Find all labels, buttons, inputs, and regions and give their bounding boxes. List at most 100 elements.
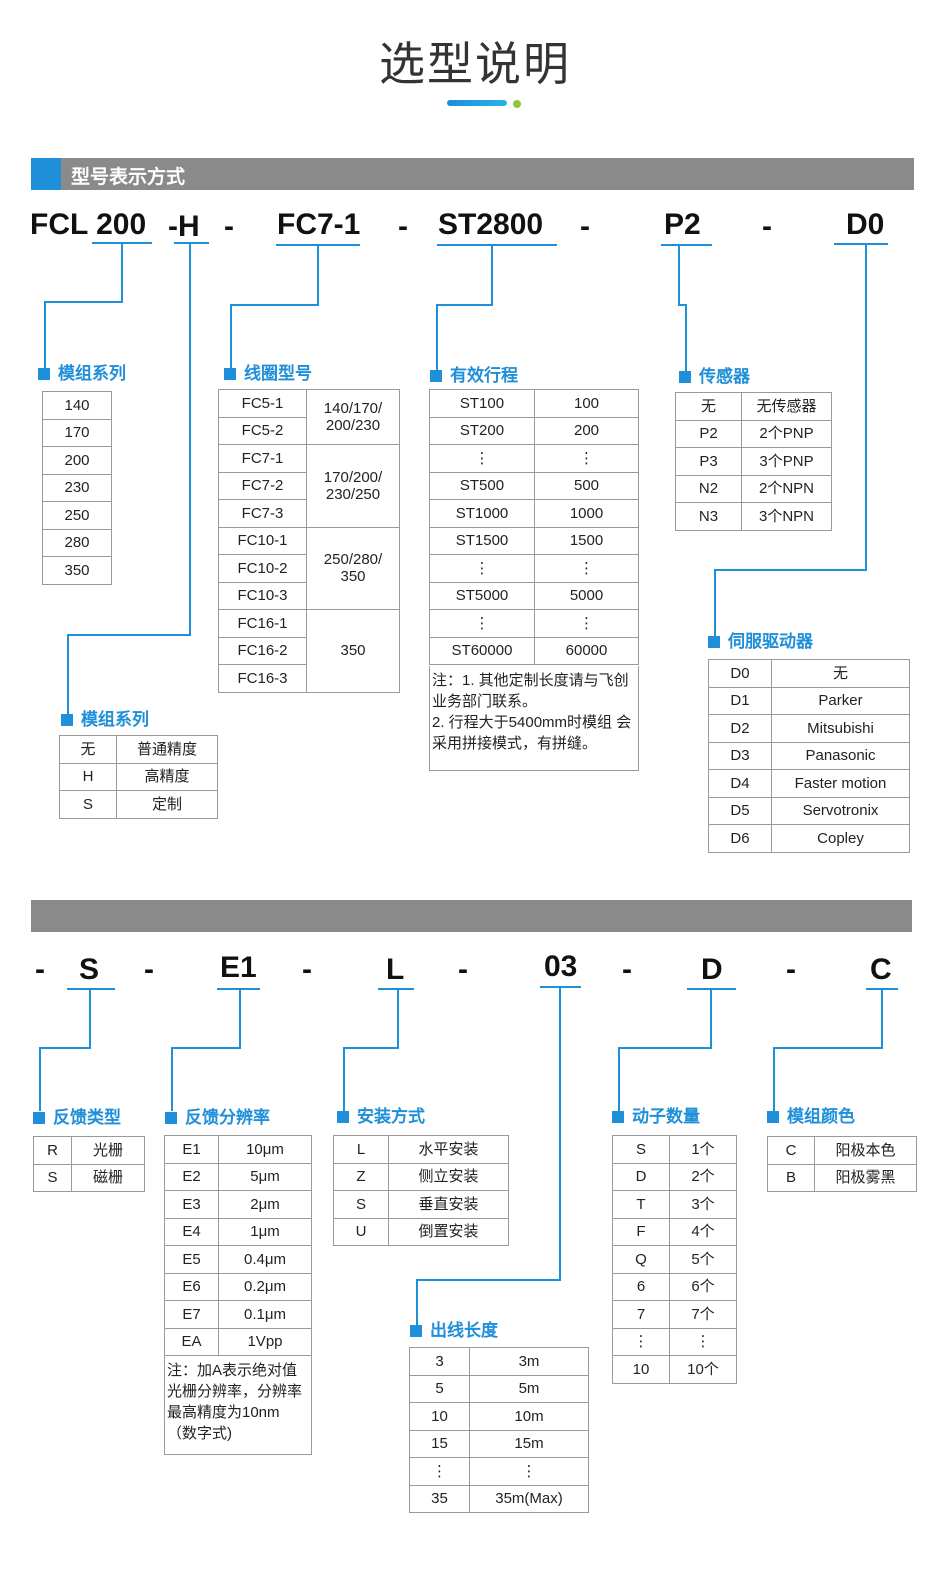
table-cell: U [333,1217,389,1246]
table-cell: 280 [42,528,112,557]
table-row: 170 [42,418,112,447]
table-cell: N2 [675,474,742,503]
table-cell: Panasonic [771,741,910,770]
table-cell: D2 [708,714,772,743]
table-cell: B [767,1163,815,1192]
table-cell: ⋮ [612,1327,670,1356]
table-cell: S [333,1190,389,1219]
square-bullet-icon [38,368,50,380]
title-underline [447,100,507,106]
table-cell: ⋮ [429,609,535,638]
table-cell: FC7-3 [218,499,307,528]
table-cell: ⋮ [469,1457,589,1486]
table-cell: D3 [708,741,772,770]
table-cell: E7 [164,1300,219,1329]
table-cell: FC16-2 [218,636,307,665]
code-dash: - [144,953,154,986]
table-cell: Mitsubishi [771,714,910,743]
table-row: ⋮⋮ [429,554,639,583]
table-cell: 无 [675,392,742,421]
table-cell: 10个 [669,1355,737,1384]
text-label: 反馈分辨率 [185,1108,270,1127]
table-row: 250 [42,501,112,530]
table-cell: ST500 [429,471,535,500]
table-cell: 350 [42,556,112,585]
table-cell: 4个 [669,1217,737,1246]
table-cell: 5个 [669,1245,737,1274]
code-dash: - [35,953,45,986]
table-cell: FC5-2 [218,416,307,445]
table-cell: ST200 [429,416,535,445]
table-cell: 6 [612,1272,670,1301]
table-cell: S [59,790,117,819]
text-label: 伺服驱动器 [728,632,813,651]
heading-precision: 模组系列 [61,705,149,730]
table-cell: H [59,762,117,791]
text-label: 传感器 [699,367,750,386]
module-series-table: 140 170 200 230 250 280 350 [42,391,112,585]
table-cell: T [612,1190,670,1219]
square-bullet-icon [33,1112,45,1124]
table-cell: 0.1μm [218,1300,312,1329]
table-cell: 3个NPN [741,502,832,531]
table-cell: 15m [469,1429,589,1458]
table-cell: E4 [164,1217,219,1246]
table-cell: 无传感器 [741,392,832,421]
table-cell: 2μm [218,1190,312,1219]
table-cell: 无 [771,659,910,688]
section-header-model-format: 型号表示方式 [31,158,914,190]
table-cell: 1个 [669,1135,737,1164]
table-row: 200 [42,446,112,475]
table-cell: 光栅 [71,1136,145,1165]
table-cell: E2 [164,1162,219,1191]
table-cell: ⋮ [534,554,639,583]
table-cell: 250 [42,501,112,530]
table-cell: 170/200/ 230/250 [306,444,400,528]
table-cell: 7 [612,1300,670,1329]
square-bullet-icon [61,714,73,726]
table-cell: FC7-1 [218,444,307,473]
table-cell: 200 [534,416,639,445]
table-cell: 1500 [534,526,639,555]
text-label: 安装方式 [357,1107,425,1126]
table-cell: 3 [409,1347,470,1376]
text-label: 2. 行程大于5400mm时模组 会 [432,714,632,731]
table-cell: E1 [164,1135,219,1164]
table-cell: ⋮ [534,444,639,473]
section-header-2 [31,900,912,932]
text-label: 有效行程 [450,366,518,385]
heading-coil-model: 线圈型号 [224,359,312,384]
table-cell: ST1000 [429,499,535,528]
code-dash: - [302,953,312,986]
table-row: FC16-2 [218,636,400,665]
table-cell: 1000 [534,499,639,528]
text-label: 注：1. 其他定制长度请与飞创 [432,672,629,689]
